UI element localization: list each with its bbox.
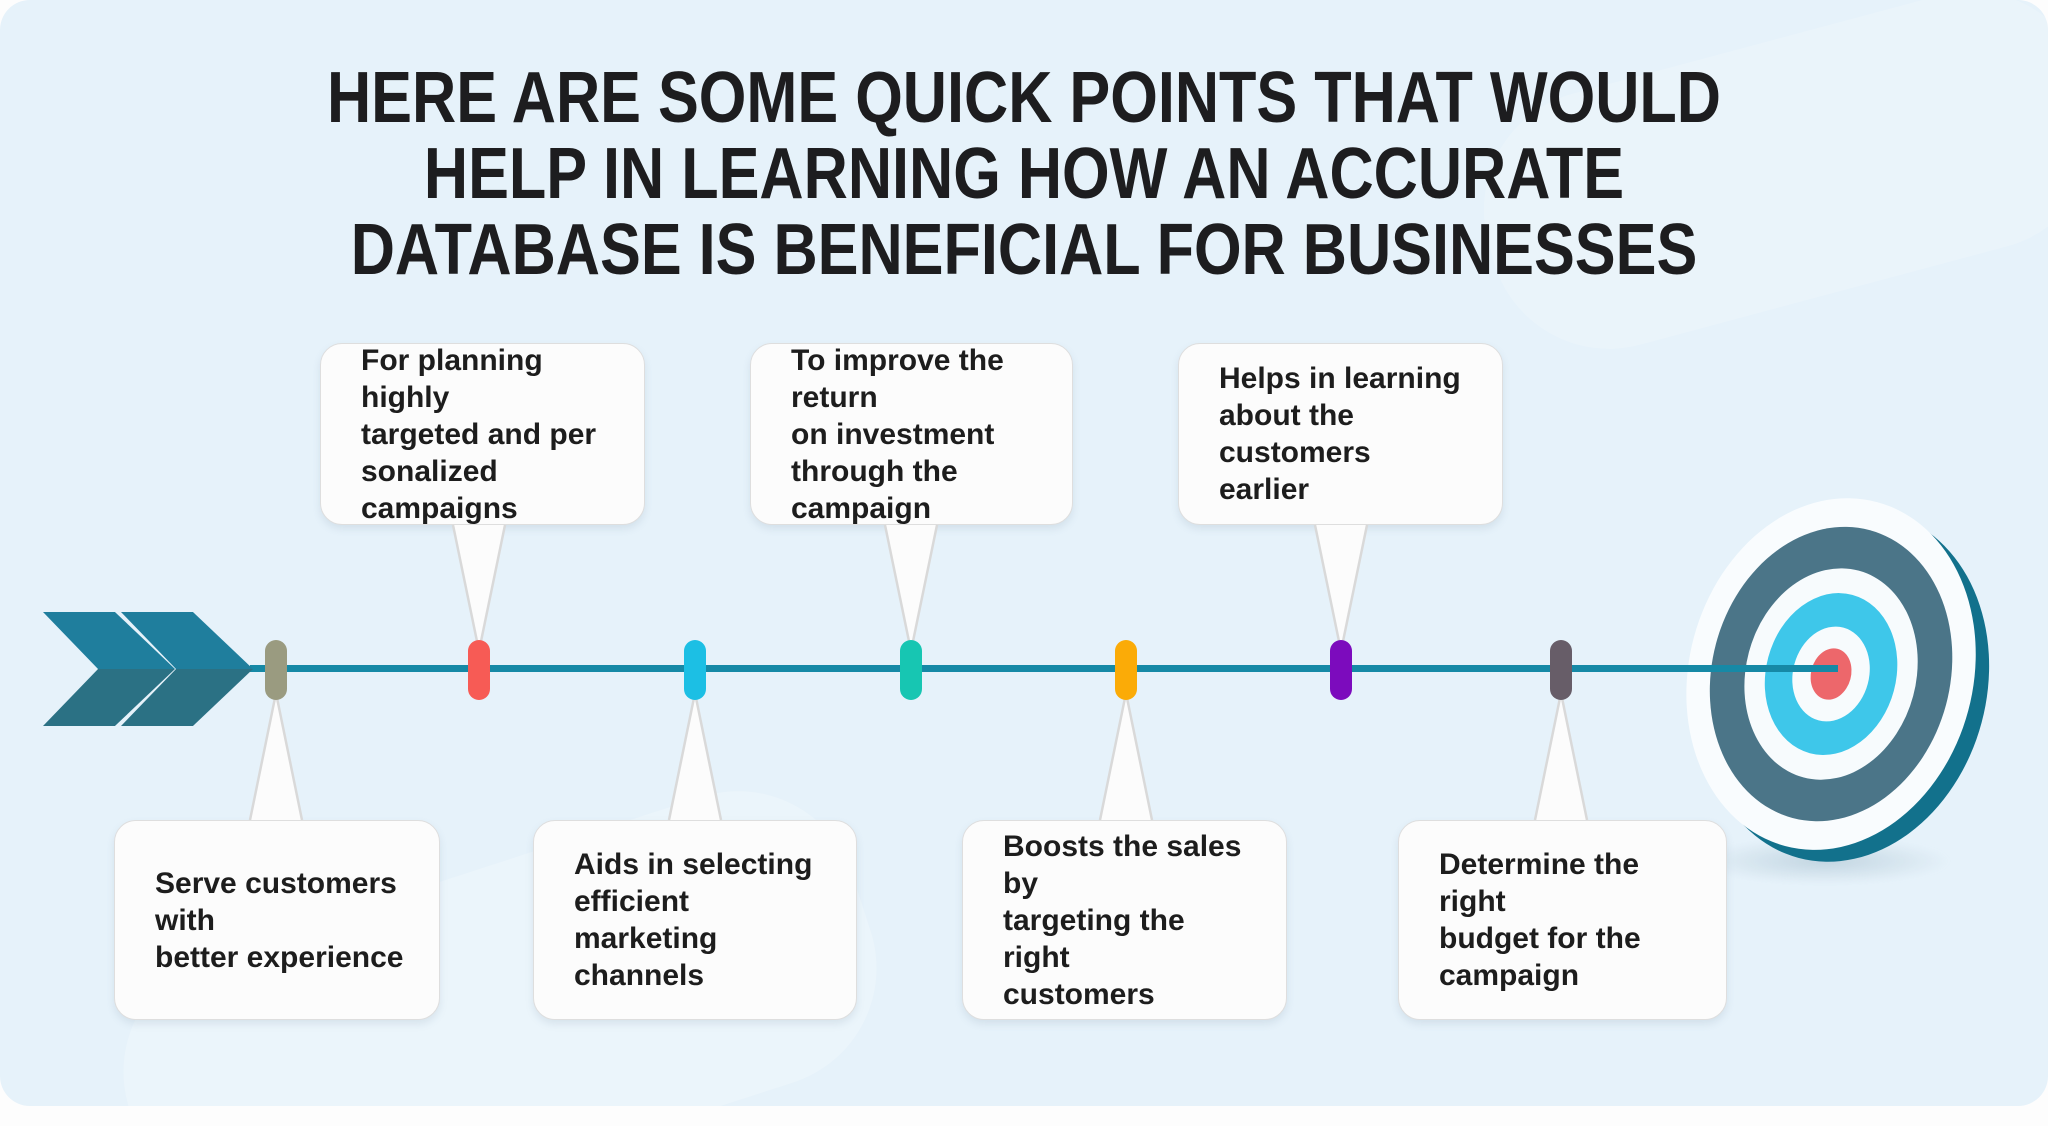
callout-box: Aids in selecting efficient marketing ch… — [533, 820, 857, 1020]
timeline-marker — [1330, 640, 1352, 700]
callout-text: Serve customers with better experience — [155, 866, 404, 974]
timeline-marker — [1550, 640, 1572, 700]
callout-box: For planning highly targeted and per son… — [320, 343, 645, 525]
callout-text: Helps in learning about the customers ea… — [1219, 362, 1461, 506]
page-title: HERE ARE SOME QUICK POINTS THAT WOULD HE… — [326, 58, 1721, 290]
arrow-chevron-top — [121, 612, 253, 669]
callout-box: Boosts the sales by targeting the right … — [962, 820, 1287, 1020]
callout-bottom-4: Determine the right budget for the campa… — [1398, 820, 1727, 1020]
callout-box: Helps in learning about the customers ea… — [1178, 343, 1503, 525]
callout-tail — [667, 692, 723, 821]
callout-tail — [1313, 524, 1369, 652]
timeline-marker — [684, 640, 706, 700]
callout-top-1: For planning highly targeted and per son… — [320, 343, 645, 525]
callout-tail — [1098, 692, 1154, 821]
callout-tail — [883, 524, 939, 652]
callout-tail — [248, 692, 304, 821]
timeline-marker — [468, 640, 490, 700]
arrow-chevron-bottom — [121, 669, 253, 726]
callout-box: Serve customers with better experience — [114, 820, 440, 1020]
timeline-marker — [265, 640, 287, 700]
callout-text: Boosts the sales by targeting the right … — [1003, 829, 1242, 1011]
callout-bottom-1: Serve customers with better experience — [114, 820, 440, 1020]
callout-box: To improve the return on investment thro… — [750, 343, 1073, 525]
timeline-marker — [1115, 640, 1137, 700]
callout-bottom-3: Boosts the sales by targeting the right … — [962, 820, 1287, 1020]
callout-bottom-2: Aids in selecting efficient marketing ch… — [533, 820, 857, 1020]
callout-box: Determine the right budget for the campa… — [1398, 820, 1727, 1020]
callout-top-3: Helps in learning about the customers ea… — [1178, 343, 1503, 525]
callout-text: For planning highly targeted and per son… — [361, 343, 597, 525]
callout-text: Determine the right budget for the campa… — [1439, 848, 1641, 992]
callout-text: To improve the return on investment thro… — [791, 343, 1004, 525]
timeline-line — [250, 665, 1838, 672]
callout-text: Aids in selecting efficient marketing ch… — [574, 848, 813, 992]
callout-tail — [451, 524, 507, 652]
timeline-marker — [900, 640, 922, 700]
arrow-chevron-icon — [121, 612, 253, 726]
callout-top-2: To improve the return on investment thro… — [750, 343, 1073, 525]
callout-tail — [1533, 692, 1589, 821]
